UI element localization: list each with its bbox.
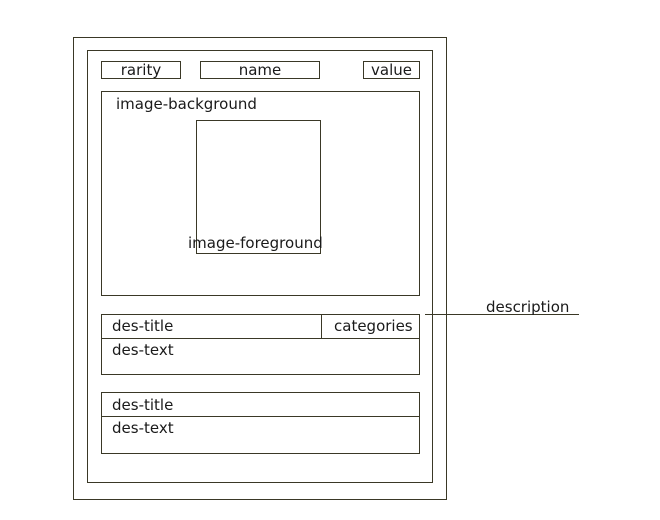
image-foreground-box	[196, 120, 321, 254]
image-foreground-label: image-foreground	[188, 234, 323, 252]
des-title-1: des-title	[112, 317, 174, 335]
value-label: value	[371, 61, 412, 79]
description-annotation-label: description	[486, 298, 570, 316]
description-block-1-divider	[101, 338, 420, 339]
des-title-2: des-title	[112, 396, 174, 414]
description-block-1	[101, 314, 420, 375]
description-block-2	[101, 392, 420, 454]
name-label: name	[238, 61, 282, 79]
rarity-box: rarity	[101, 61, 181, 79]
categories-divider	[321, 314, 322, 339]
categories-label: categories	[334, 317, 413, 335]
image-background-box: image-background	[101, 91, 420, 296]
des-text-1: des-text	[112, 341, 174, 359]
name-box: name	[200, 61, 320, 79]
card-inner-frame	[87, 50, 433, 483]
rarity-label: rarity	[120, 61, 162, 79]
description-annotation-line	[425, 314, 579, 315]
value-box: value	[363, 61, 420, 79]
card-outer-frame	[73, 37, 447, 500]
image-background-label: image-background	[116, 95, 257, 113]
description-block-2-divider	[101, 416, 420, 417]
des-text-2: des-text	[112, 419, 174, 437]
